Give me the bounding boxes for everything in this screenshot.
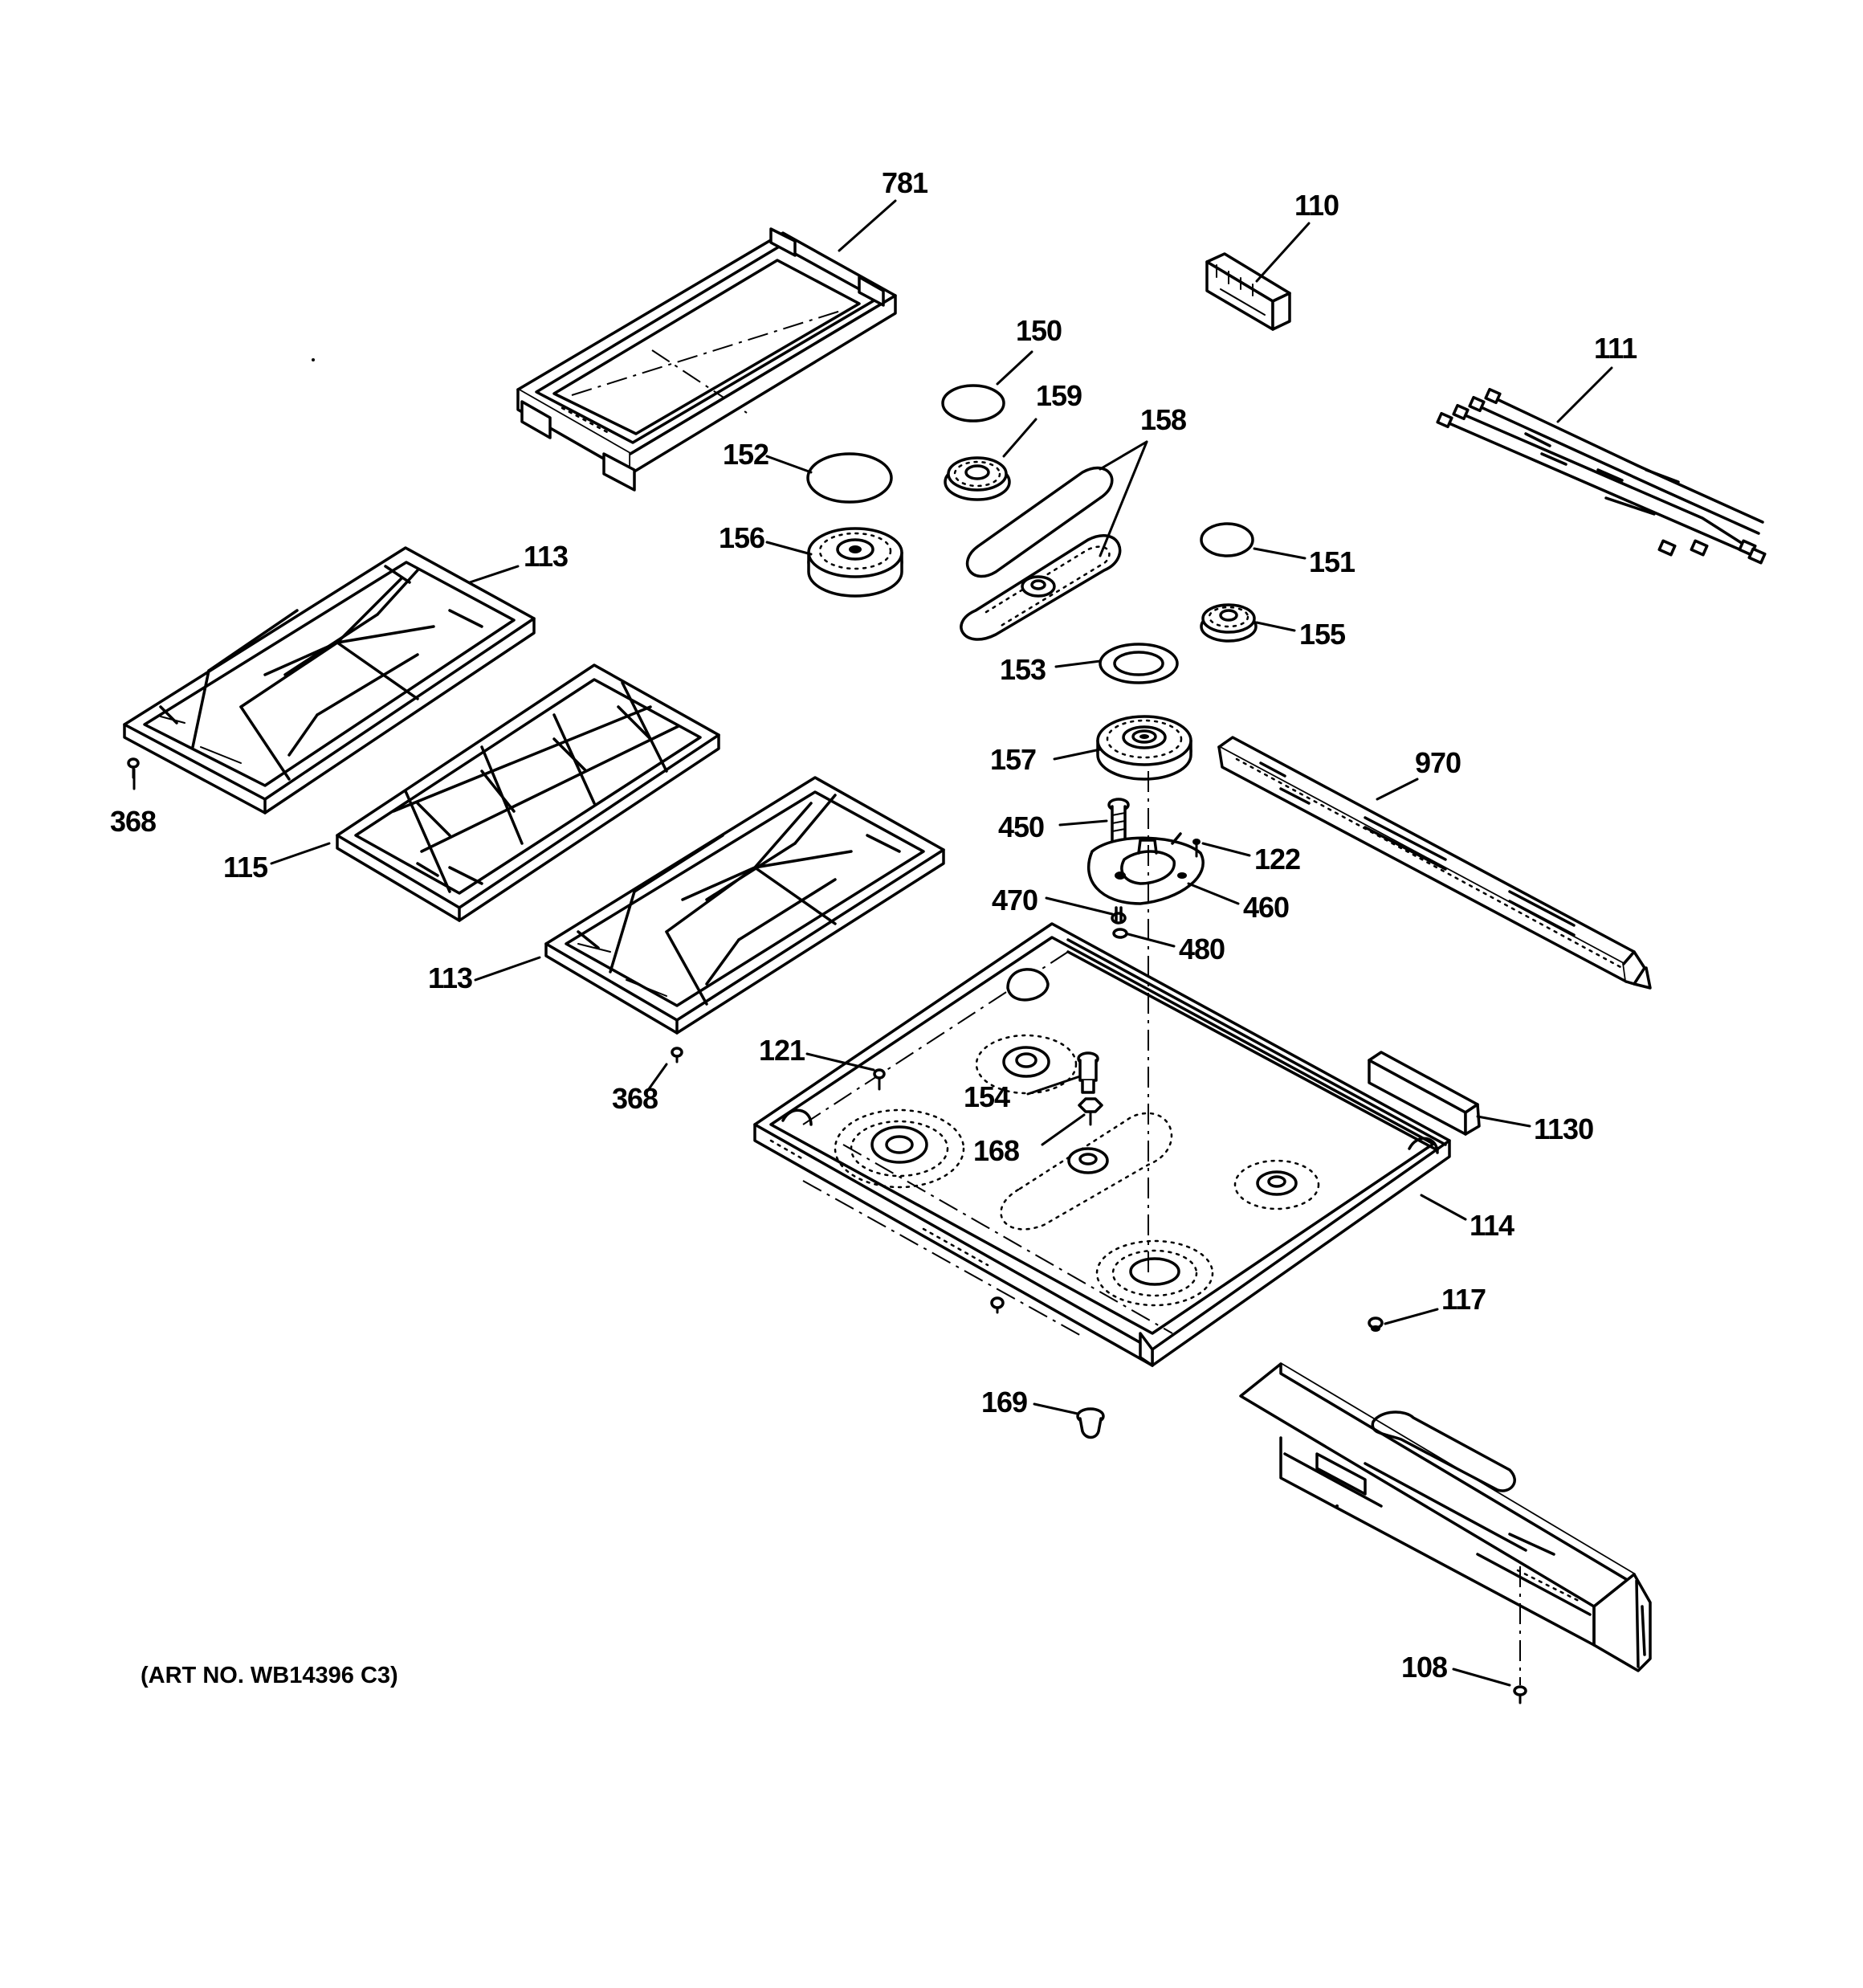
label-117: 117 bbox=[1441, 1283, 1486, 1316]
label-470: 470 bbox=[992, 884, 1037, 916]
bracket-1130 bbox=[1368, 1051, 1481, 1136]
grate-115-middle bbox=[336, 663, 720, 922]
label-168: 168 bbox=[973, 1134, 1019, 1167]
control-panel-lower bbox=[1239, 1362, 1652, 1672]
burner-ring-153 bbox=[1099, 643, 1179, 684]
manifold-panel-970 bbox=[1217, 736, 1652, 990]
label-115: 115 bbox=[223, 851, 268, 884]
oring-480 bbox=[1112, 928, 1128, 939]
washer-470 bbox=[1111, 906, 1127, 925]
label-368-right: 368 bbox=[612, 1082, 658, 1115]
label-480: 480 bbox=[1179, 933, 1225, 965]
label-153: 153 bbox=[1000, 653, 1046, 686]
label-158: 158 bbox=[1140, 403, 1186, 436]
label-970: 970 bbox=[1415, 746, 1461, 779]
burner-cap-152 bbox=[806, 452, 893, 504]
part-labels: 781 110 150 111 159 158 152 156 113 151 … bbox=[110, 166, 1638, 1688]
burner-head-155 bbox=[1200, 603, 1258, 643]
burner-cap-151 bbox=[1200, 522, 1254, 557]
label-114: 114 bbox=[1470, 1209, 1514, 1242]
label-169: 169 bbox=[981, 1386, 1027, 1419]
label-111: 111 bbox=[1594, 332, 1637, 365]
label-155: 155 bbox=[1299, 618, 1346, 651]
label-151: 151 bbox=[1309, 545, 1355, 578]
label-152: 152 bbox=[723, 438, 768, 471]
grate-113-bottom bbox=[544, 776, 945, 1035]
label-108: 108 bbox=[1401, 1651, 1447, 1684]
screw-122 bbox=[1192, 839, 1201, 858]
label-781: 781 bbox=[882, 166, 928, 199]
label-122: 122 bbox=[1254, 843, 1300, 876]
label-157: 157 bbox=[990, 743, 1036, 776]
nut-unlabeled bbox=[990, 1296, 1005, 1314]
label-450: 450 bbox=[998, 810, 1044, 843]
burner-base-460 bbox=[1087, 832, 1205, 905]
grommet-169 bbox=[1076, 1407, 1105, 1439]
griddle-781 bbox=[516, 227, 897, 492]
label-159: 159 bbox=[1036, 379, 1082, 412]
label-156: 156 bbox=[719, 521, 764, 554]
oval-burner-cap-158 bbox=[965, 466, 1114, 578]
orifice-154 bbox=[1077, 1051, 1099, 1094]
fitting-168 bbox=[1078, 1097, 1103, 1126]
screw-121 bbox=[873, 1068, 886, 1091]
screw-108 bbox=[1513, 1566, 1527, 1704]
nut-117 bbox=[1368, 1316, 1384, 1332]
label-154: 154 bbox=[964, 1080, 1010, 1113]
label-368-left: 368 bbox=[110, 805, 156, 838]
burner-cap-150 bbox=[941, 384, 1005, 423]
label-1130: 1130 bbox=[1534, 1112, 1593, 1145]
label-113-top: 113 bbox=[524, 540, 568, 573]
label-460: 460 bbox=[1243, 891, 1289, 924]
screw-450 bbox=[1107, 798, 1130, 845]
cooktop-tray-114 bbox=[753, 922, 1451, 1367]
label-110: 110 bbox=[1294, 189, 1339, 222]
burner-head-156 bbox=[807, 527, 903, 598]
burner-head-157 bbox=[1096, 715, 1192, 781]
label-150: 150 bbox=[1016, 314, 1062, 347]
leader-lines bbox=[132, 199, 1613, 1687]
grate-foot-368-b bbox=[671, 1047, 683, 1063]
label-121: 121 bbox=[759, 1034, 805, 1067]
wire-harness-111 bbox=[1436, 387, 1767, 565]
grate-113-top bbox=[123, 546, 536, 814]
spark-module-110 bbox=[1205, 252, 1291, 331]
burner-head-159 bbox=[944, 456, 1011, 501]
art-number: (ART NO. WB14396 C3) bbox=[141, 1663, 398, 1688]
label-113-bottom: 113 bbox=[428, 961, 472, 994]
